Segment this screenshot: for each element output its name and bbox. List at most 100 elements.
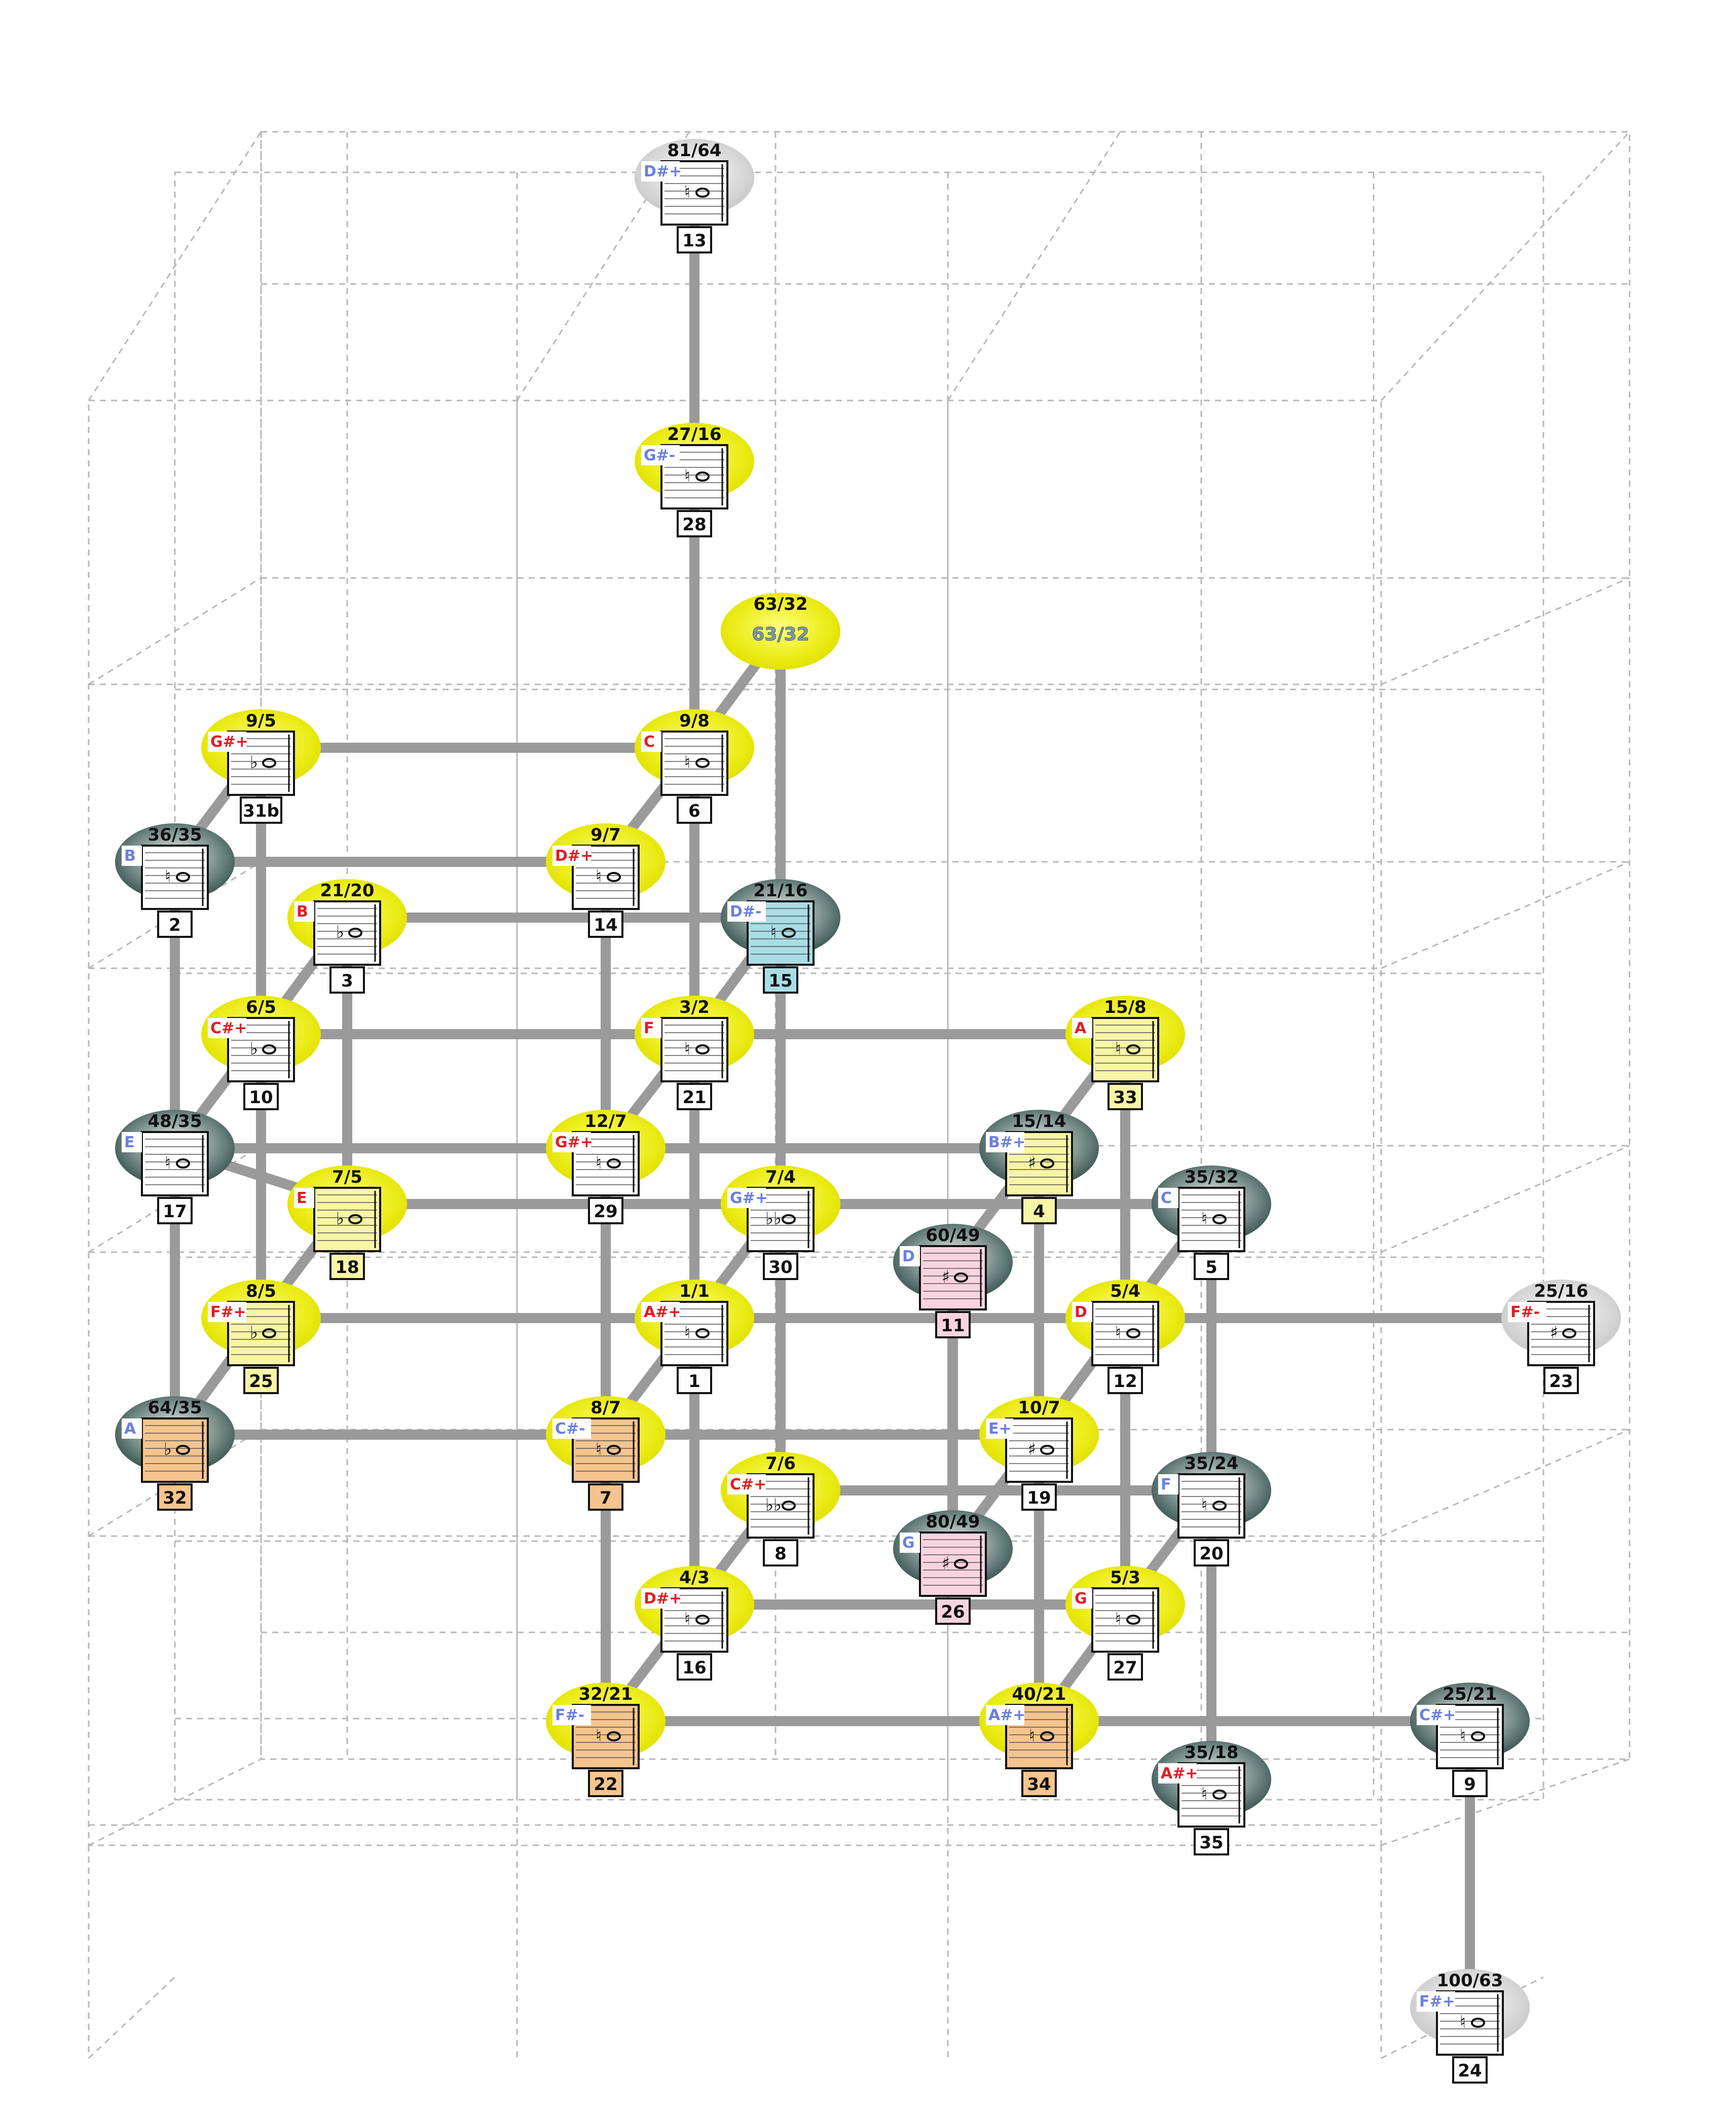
node-n3[interactable]: 21/20♭B3 [287,879,407,994]
node-index: 30 [768,1257,792,1278]
node-ratio: 81/64 [667,140,721,161]
node-n22[interactable]: 32/21♮F#-22 [546,1683,666,1797]
staff-lines [317,908,377,955]
name-tab [641,1018,661,1038]
node-index: 6 [688,801,700,821]
node-n34[interactable]: 40/21♮A#+34 [979,1683,1099,1797]
node-n13[interactable]: 81/64♮D#+13 [635,139,754,253]
node-n30[interactable]: 7/4♭♭G#+30 [721,1165,840,1280]
node-n26[interactable]: 80/49♯G26 [893,1510,1013,1625]
note-name: C#+ [730,1476,766,1493]
node-n8[interactable]: 7/6♭♭C#+8 [721,1452,840,1566]
name-tab [552,1132,591,1152]
node-n12[interactable]: 5/4♮D12 [1065,1280,1185,1394]
whole-note-icon [607,1731,621,1741]
whole-note-icon [1126,1615,1140,1625]
whole-note-icon [695,188,710,198]
accidental-glyph: ♭♭ [765,1495,782,1515]
node-n1[interactable]: 1/1♮A#+1 [635,1280,754,1394]
node-n19[interactable]: 10/7♯E+19 [979,1396,1099,1511]
node-n11[interactable]: 60/49♯D11 [893,1224,1013,1338]
node-n31b[interactable]: 9/5♭G#+31b [201,709,321,824]
node-n4[interactable]: 15/14♯B#+4 [979,1110,1099,1224]
node-n21[interactable]: 3/2♮F21 [635,996,754,1110]
note-name: E [124,1134,135,1151]
whole-note-icon [176,1445,190,1455]
node-index: 35 [1199,1833,1223,1853]
node-ratio: 80/49 [926,1512,980,1532]
whole-note-icon [695,1044,710,1054]
index-box [1107,1083,1143,1110]
node-n29[interactable]: 12/7♮G#+29 [546,1110,666,1224]
node-ratio: 15/8 [1104,997,1146,1017]
index-box [935,1311,971,1338]
whole-note-icon [348,928,362,938]
name-tab [122,1132,142,1152]
name-tab [641,161,680,181]
node-n16[interactable]: 4/3♮D#+16 [635,1566,754,1681]
node-n20[interactable]: 35/24♮F20 [1152,1452,1271,1566]
staff-box [1091,1301,1159,1366]
node-n6[interactable]: 9/8♮C6 [635,709,754,824]
name-tab [986,1418,1013,1439]
index-box [1194,1253,1229,1280]
staff-box [141,845,209,910]
node-n18[interactable]: 7/5♭E18 [287,1165,407,1280]
node-n9[interactable]: 25/21♮C#+9 [1410,1683,1530,1797]
name-tab [1158,1763,1197,1783]
name-tab [208,1302,246,1322]
note-name: F#- [555,1706,584,1724]
staff-lines [664,1595,724,1642]
staff-lines [1095,1595,1155,1642]
node-n5[interactable]: 35/32♮C5 [1152,1165,1271,1280]
node-n35[interactable]: 35/18♮A#+35 [1152,1741,1271,1855]
whole-note-icon [262,1328,276,1338]
accidental-glyph: ♭ [250,1323,258,1343]
node-index: 10 [249,1087,273,1108]
node-index: 17 [163,1201,187,1222]
node-index: 12 [1113,1371,1137,1392]
node-ratio: 64/35 [147,1398,202,1418]
accidental-glyph: ♮ [596,1439,602,1460]
node-n15[interactable]: 21/16♮D#-15 [721,879,840,994]
node-n10[interactable]: 6/5♭C#+10 [201,996,321,1110]
note-name: D#+ [644,1590,682,1608]
name-tab [208,732,246,752]
node-index: 23 [1549,1371,1573,1392]
node-ratio: 5/4 [1110,1281,1140,1301]
node-n2[interactable]: 36/35♮B2 [115,823,235,938]
whole-note-icon [1040,1731,1054,1741]
node-index: 25 [249,1371,273,1392]
node-index: 20 [1199,1544,1223,1564]
node-n32[interactable]: 64/35♭A32 [115,1396,235,1511]
node-n14[interactable]: 9/7♮D#+14 [546,823,666,938]
node-ratio: 27/16 [667,424,721,445]
node-n7[interactable]: 8/7♮C#-7 [546,1396,666,1511]
node-ratio: 6/5 [246,997,276,1017]
node-n28[interactable]: 27/16♮G#-28 [635,423,754,537]
note-name: D#- [730,903,762,921]
name-tab [1508,1302,1546,1322]
name-tab [294,1188,314,1208]
node-ghost-label: 63/32 [752,624,809,645]
node-n23[interactable]: 25/16♯F#-23 [1501,1280,1621,1394]
node-n17[interactable]: 48/35♮E17 [115,1110,235,1224]
node-n24[interactable]: 100/63♮F#+24 [1410,1969,1530,2084]
node-n27[interactable]: 5/3♮G27 [1065,1566,1185,1681]
staff-lines [145,852,205,899]
staff-box [1005,1417,1073,1483]
accidental-glyph: ♮ [596,1726,602,1746]
node-n25[interactable]: 8/5♭F#+25 [201,1280,321,1394]
note-name: E+ [988,1420,1012,1438]
accidental-glyph: ♭ [336,1209,344,1229]
index-box [1194,1828,1229,1855]
name-tab [122,846,142,866]
whole-note-icon [782,928,796,938]
node-ratio: 36/35 [147,825,202,845]
staff-lines [1440,1998,1500,2045]
index-box [1021,1770,1057,1797]
index-box [1194,1539,1229,1566]
note-name: C#+ [1419,1706,1456,1724]
node-n33[interactable]: 15/8♮A33 [1065,996,1185,1110]
